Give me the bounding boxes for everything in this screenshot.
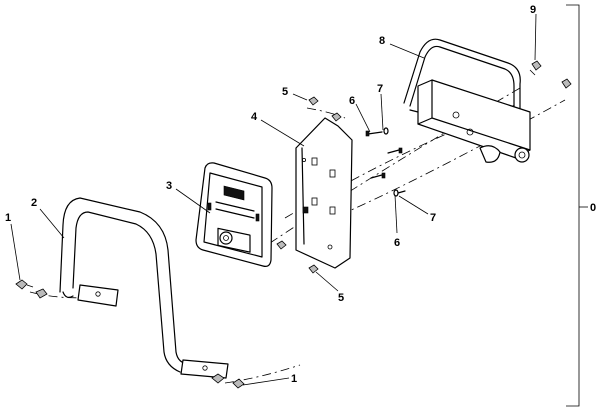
screw-lower-1 [211, 373, 225, 384]
washer-upper [383, 127, 389, 135]
callout-3: 3 [166, 180, 172, 192]
callout-0: 0 [590, 202, 596, 214]
screw-upper-left [15, 279, 34, 290]
callout-labels: 1 2 3 4 5 5 6 6 7 7 8 9 1 0 [5, 4, 596, 385]
handle-bar [59, 197, 229, 379]
panel-bezel [195, 162, 273, 267]
screw-lower-2 [232, 378, 245, 389]
callout-6-top: 6 [349, 95, 355, 107]
screw-washer-left [35, 288, 48, 299]
housing-with-carry-handle [403, 38, 531, 163]
callout-4: 4 [251, 111, 258, 123]
nut-top [531, 60, 542, 71]
nut-upper [308, 96, 319, 106]
callout-5-top: 5 [282, 86, 288, 98]
callout-leaders [10, 13, 537, 386]
nut-right [561, 78, 572, 89]
nut-lower [308, 264, 319, 274]
callout-6-bottom: 6 [394, 237, 400, 249]
callout-1-top: 1 [5, 212, 11, 224]
nut-plate-left [276, 240, 287, 250]
mounting-plate [295, 117, 353, 269]
callout-9: 9 [530, 4, 536, 16]
nut-plate-top [331, 112, 342, 122]
bolt-lower [370, 172, 386, 179]
callout-5-bottom: 5 [338, 292, 344, 304]
washer-lower [393, 189, 406, 197]
callout-1-bottom: 1 [291, 373, 297, 385]
bolt-mid [387, 147, 403, 154]
callout-7-bottom: 7 [430, 212, 436, 224]
bolt-upper [365, 130, 383, 137]
callout-2: 2 [31, 197, 37, 209]
callout-7-top: 7 [377, 83, 383, 95]
assembly-bracket [566, 4, 580, 407]
callout-8: 8 [379, 35, 385, 47]
